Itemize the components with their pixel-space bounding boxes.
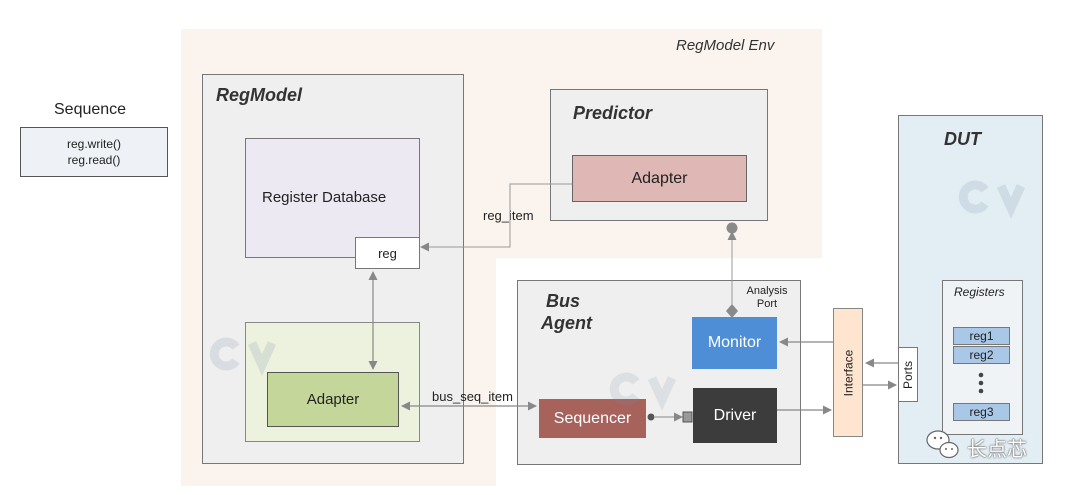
reg-field[interactable]: reg — [355, 237, 420, 269]
reg-item-label: reg_item — [483, 208, 534, 223]
regmodel-title: RegModel — [216, 85, 303, 105]
monitor-analysis-port — [726, 304, 738, 318]
regmodel-env-label: RegModel Env — [676, 37, 775, 54]
analysis-port-label: Analysis Port — [744, 285, 790, 311]
arrow-reg-item — [420, 183, 572, 252]
dut-title: DUT — [944, 129, 981, 149]
interface-box[interactable]: Interface — [833, 308, 863, 437]
regmodel-adapter-box[interactable]: Adapter — [267, 372, 399, 427]
sequencer-box[interactable]: Sequencer — [539, 399, 646, 438]
monitor-box[interactable]: Monitor — [692, 317, 777, 369]
predictor-analysis-imp — [726, 222, 738, 234]
register-dot-3 — [978, 388, 984, 394]
registers-title: Registers — [954, 285, 1005, 299]
driver-box[interactable]: Driver — [693, 388, 777, 443]
bus-agent-title: Bus Agent — [541, 290, 592, 334]
driver-port — [682, 411, 693, 423]
register-database-label: Register Database — [262, 189, 387, 206]
register-database-box[interactable] — [245, 138, 420, 258]
cv-watermark-regmodel — [209, 337, 277, 376]
sequence-line-read: reg.read() — [67, 153, 121, 167]
sequence-line-write: reg.write() — [66, 137, 121, 151]
sequence-box[interactable]: reg.write() reg.read() — [20, 127, 168, 177]
ports-box[interactable]: Ports — [898, 347, 918, 402]
bus-agent-title-line1: Bus — [546, 291, 581, 311]
sequencer-port — [647, 413, 655, 421]
bus-seq-item-label: bus_seq_item — [432, 389, 513, 404]
brand-watermark-text: 长点芯 — [967, 437, 1027, 461]
register-reg3[interactable]: reg3 — [953, 403, 1010, 421]
register-reg2[interactable]: reg2 — [953, 346, 1010, 364]
analysis-port-line1: Analysis — [746, 285, 788, 297]
cv-watermark-dut — [958, 180, 1026, 219]
register-reg1[interactable]: reg1 — [953, 327, 1010, 345]
register-dot-2 — [978, 380, 984, 386]
predictor-title: Predictor — [573, 103, 653, 123]
cv-watermark-agent — [609, 372, 677, 411]
register-dot-1 — [978, 372, 984, 378]
sequence-title: Sequence — [54, 101, 127, 118]
bus-agent-title-line2: Agent — [541, 313, 592, 333]
predictor-adapter-box[interactable]: Adapter — [572, 155, 747, 202]
analysis-port-line2: Port — [756, 298, 778, 310]
wechat-logo-icon — [926, 430, 959, 459]
